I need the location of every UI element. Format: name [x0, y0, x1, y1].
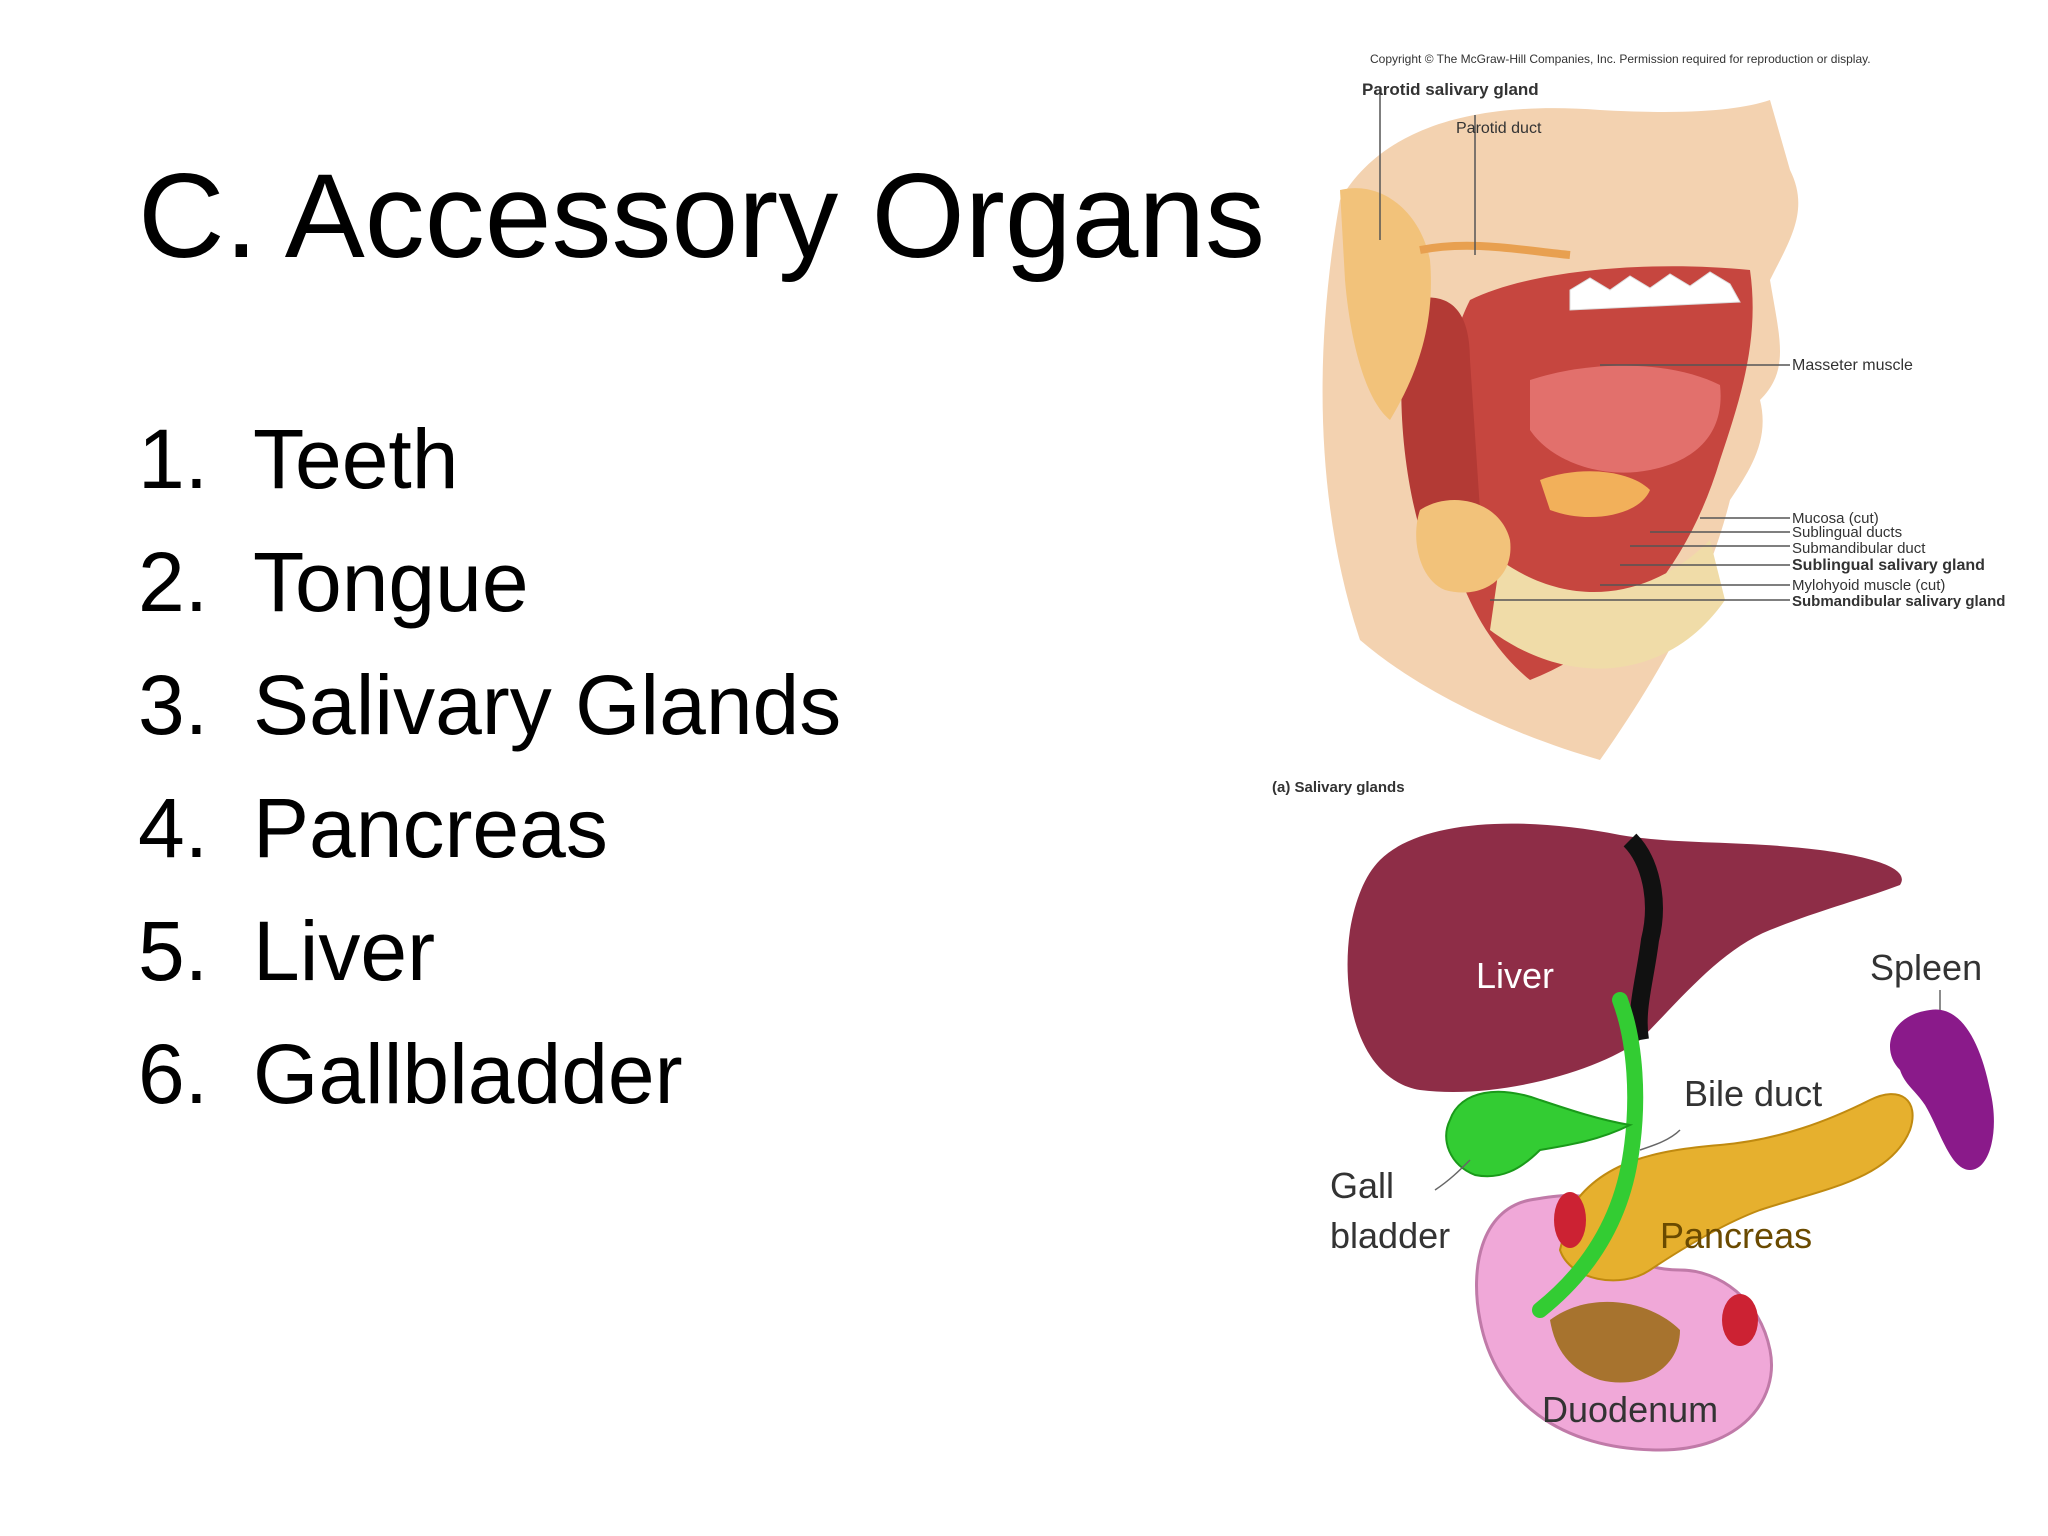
organ-list: 1. Teeth 2. Tongue 3. Salivary Glands 4. Pan…	[138, 398, 841, 1136]
vessel-shape	[1554, 1192, 1586, 1248]
pancreas-shape	[1558, 1093, 1914, 1282]
list-number: 5.	[138, 904, 209, 998]
spleen-shape	[1890, 1009, 1994, 1170]
list-item: 4. Pancreas	[138, 767, 841, 890]
label-mucosa: Mucosa (cut)	[1792, 510, 1879, 527]
list-number: 6.	[138, 1027, 209, 1121]
label-sublingual-gland: Sublingual salivary gland	[1792, 557, 1985, 574]
label-bladder: bladder	[1330, 1215, 1450, 1256]
label-bile-duct: Bile duct	[1684, 1073, 1822, 1114]
jaw-bone-shape	[1490, 540, 1725, 669]
label-pancreas: Pancreas	[1660, 1215, 1812, 1256]
digestive-organs-figure: Liver Spleen Bile duct Gall bladder Panc…	[1300, 800, 2020, 1480]
list-label: Pancreas	[253, 781, 608, 875]
vessel-shape	[1722, 1294, 1758, 1346]
label-sublingual-ducts: Sublingual ducts	[1792, 524, 1902, 541]
slide-title: C. Accessory Organs	[138, 149, 1266, 283]
salivary-glands-illustration: Copyright © The McGraw-Hill Companies, I…	[1272, 52, 2005, 796]
bile-duct-shape	[1532, 992, 1644, 1318]
figure-caption: (a) Salivary glands	[1272, 779, 1405, 796]
list-number: 3.	[138, 658, 209, 752]
label-liver: Liver	[1476, 955, 1554, 996]
list-number: 2.	[138, 535, 209, 629]
label-parotid-gland: Parotid salivary gland	[1362, 80, 1539, 99]
label-masseter-muscle: Masseter muscle	[1792, 357, 1913, 374]
digestive-organs-illustration: Liver Spleen Bile duct Gall bladder Panc…	[1330, 823, 1994, 1452]
label-spleen: Spleen	[1870, 947, 1982, 988]
list-item: 1. Teeth	[138, 398, 841, 521]
label-submandibular-duct: Submandibular duct	[1792, 540, 1926, 557]
list-label: Gallbladder	[253, 1027, 683, 1121]
upper-teeth-shape	[1569, 271, 1741, 311]
label-mylohyoid: Mylohyoid muscle (cut)	[1792, 577, 1945, 594]
list-label: Tongue	[253, 535, 529, 629]
list-item: 5. Liver	[138, 890, 841, 1013]
figure-copyright: Copyright © The McGraw-Hill Companies, I…	[1370, 52, 1871, 66]
sublingual-gland-shape	[1540, 471, 1650, 518]
duodenum-inner-shape	[1550, 1301, 1680, 1383]
masseter-shape	[1401, 297, 1480, 541]
label-gall: Gall	[1330, 1165, 1394, 1206]
parotid-duct-shape	[1419, 241, 1571, 259]
salivary-glands-figure: Copyright © The McGraw-Hill Companies, I…	[1270, 40, 2030, 800]
list-number: 4.	[138, 781, 209, 875]
liver-shape	[1347, 823, 1902, 1092]
liver-lobe-divider	[1623, 833, 1663, 1042]
list-label: Teeth	[253, 412, 459, 506]
list-item: 2. Tongue	[138, 521, 841, 644]
label-submandibular-gland: Submandibular salivary gland	[1792, 593, 2005, 610]
parotid-gland-shape	[1340, 188, 1431, 420]
label-duodenum: Duodenum	[1542, 1389, 1718, 1430]
gallbladder-shape	[1445, 1090, 1634, 1178]
list-item: 3. Salivary Glands	[138, 644, 841, 767]
list-number: 1.	[138, 412, 209, 506]
tongue-shape	[1530, 365, 1721, 473]
submandibular-gland-shape	[1416, 500, 1511, 593]
list-label: Liver	[253, 904, 436, 998]
label-parotid-duct: Parotid duct	[1456, 120, 1542, 137]
list-label: Salivary Glands	[253, 658, 842, 752]
list-item: 6. Gallbladder	[138, 1013, 841, 1136]
